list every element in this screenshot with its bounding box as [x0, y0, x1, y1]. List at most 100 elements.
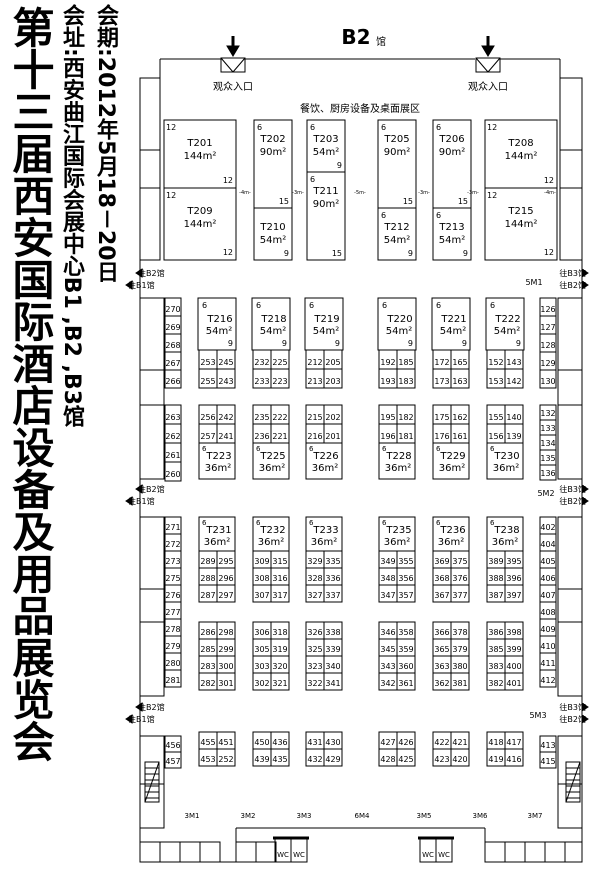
- booth-number: 387: [488, 591, 503, 600]
- booth-number: 321: [272, 679, 287, 688]
- booth-number: 281: [165, 676, 180, 685]
- booth-dim: 9: [463, 249, 468, 258]
- booth-cell: [504, 748, 524, 767]
- booth-number: 342: [380, 679, 395, 688]
- booth-number: 338: [325, 628, 340, 637]
- direction-arrow-icon: [581, 714, 589, 724]
- booth-area: 54m²: [386, 326, 412, 337]
- booth-number: 367: [434, 591, 449, 600]
- booth-area: 36m²: [385, 463, 411, 474]
- booth-number: 263: [165, 413, 180, 422]
- booth-cell: [323, 368, 343, 389]
- booth-dim: 6: [436, 519, 441, 527]
- booth-id: T225: [259, 451, 285, 462]
- booth-area: 36m²: [204, 537, 230, 548]
- booth-number: 183: [398, 377, 413, 386]
- booth-id: T210: [259, 222, 285, 233]
- booth-number: 289: [200, 557, 215, 566]
- booth-area: 144m²: [505, 219, 538, 230]
- booth-number: 221: [272, 432, 287, 441]
- service-room: [235, 841, 257, 863]
- side-direction-label: 往B2馆: [559, 714, 586, 724]
- booth-number: 337: [325, 591, 340, 600]
- booth-number: 303: [254, 662, 269, 671]
- left-booth-cell: [164, 369, 182, 389]
- booth-dim: 6: [202, 519, 207, 527]
- booth-cell: [323, 584, 343, 603]
- hall-column: [139, 588, 165, 623]
- booth-number: 397: [506, 591, 521, 600]
- booth-number: 430: [325, 738, 340, 747]
- booth-number: 300: [218, 662, 233, 671]
- direction-arrow-icon: [135, 268, 143, 278]
- stair-diagonal: [565, 761, 581, 803]
- direction-arrow-icon: [135, 702, 143, 712]
- booth-number: 357: [398, 591, 413, 600]
- booth-number: 203: [325, 377, 340, 386]
- booth-id: T231: [205, 525, 231, 536]
- booth-dim: 12: [223, 176, 233, 185]
- booth-dim: 12: [487, 191, 497, 200]
- booth-number: 431: [307, 738, 322, 747]
- booth-number: 241: [218, 432, 233, 441]
- booth-number: 202: [325, 413, 340, 422]
- hall-column: [557, 404, 583, 480]
- booth-number: 232: [254, 358, 269, 367]
- booth-area: 36m²: [205, 463, 231, 474]
- hall-suffix-label: 馆: [376, 35, 386, 48]
- booth-dim: 12: [544, 176, 554, 185]
- booth-id: T219: [313, 314, 339, 325]
- booth-number: 422: [434, 738, 449, 747]
- aisle-label: -4m-: [239, 190, 251, 196]
- exhibition-title: 第十三届西安国际酒店设备及用品展览会: [6, 6, 55, 762]
- booth-number: 127: [540, 323, 555, 332]
- booth-number: 389: [488, 557, 503, 566]
- entrance-door-swing: [232, 57, 246, 73]
- booth-area: 36m²: [438, 537, 464, 548]
- booth-cell: [450, 584, 470, 603]
- booth-area: 54m²: [313, 147, 339, 158]
- booth-number: 308: [254, 574, 269, 583]
- booth-number: 165: [452, 358, 467, 367]
- booth-area: 54m²: [439, 235, 465, 246]
- booth-dim: 9: [516, 339, 521, 348]
- booth-number: 299: [218, 645, 233, 654]
- booth-T210: [253, 207, 293, 261]
- booth-id: T222: [494, 314, 520, 325]
- exhibition-venue: 会址:西安曲江国际会展中心B1 ,B2 ,B3馆: [59, 4, 84, 428]
- booth-number: 136: [540, 469, 555, 478]
- hall-name-label: B2: [341, 25, 370, 49]
- booth-dim: 9: [408, 339, 413, 348]
- direction-arrow-icon: [581, 268, 589, 278]
- booth-number: 421: [452, 738, 467, 747]
- booth-number: 173: [434, 377, 449, 386]
- booth-number: 335: [325, 557, 340, 566]
- booth-number: 126: [540, 305, 555, 314]
- wc-label: WC: [438, 851, 450, 859]
- booth-number: 283: [200, 662, 215, 671]
- booth-dim: 9: [335, 339, 340, 348]
- left-booth-cell: [164, 751, 182, 769]
- booth-T212: [377, 207, 417, 261]
- booth-number: 349: [380, 557, 395, 566]
- booth-dim: 6: [381, 211, 386, 220]
- booth-number: 295: [218, 557, 233, 566]
- booth-number: 343: [380, 662, 395, 671]
- booth-number: 301: [218, 679, 233, 688]
- booth-number: 163: [452, 377, 467, 386]
- side-direction-label: 往B3馆: [559, 484, 586, 494]
- booth-dim: 6: [490, 445, 495, 453]
- hall-column: [557, 369, 583, 406]
- booth-cell: [396, 368, 416, 389]
- left-booth-cell: [164, 461, 182, 482]
- booth-area: 54m²: [260, 326, 286, 337]
- right-booth-cell: [539, 369, 557, 389]
- booth-cell: [504, 368, 524, 389]
- booth-number: 395: [506, 557, 521, 566]
- entrance-arrow-icon: [481, 45, 495, 57]
- booth-number: 362: [434, 679, 449, 688]
- booth-area: 54m²: [494, 326, 520, 337]
- aisle-label: 5M3: [529, 711, 546, 720]
- right-booth-cell: [539, 669, 557, 688]
- booth-cell: [450, 368, 470, 389]
